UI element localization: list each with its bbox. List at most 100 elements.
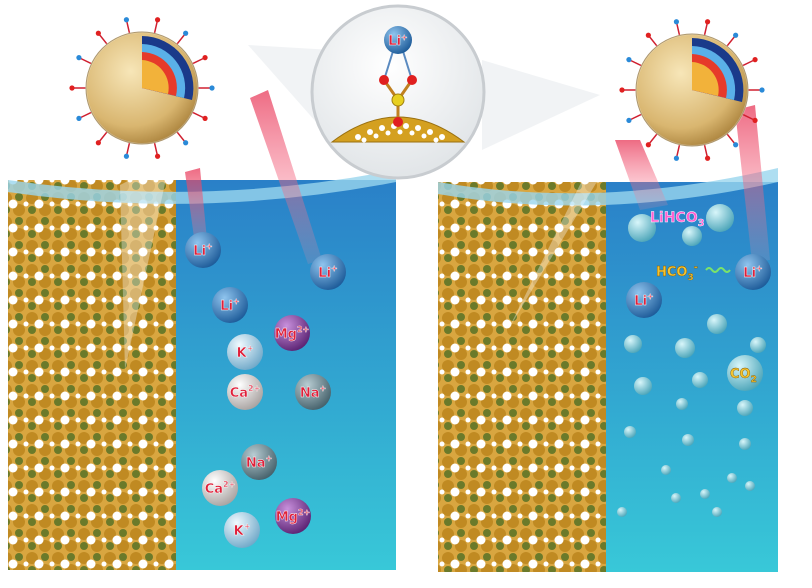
zoom-beam-right-gray <box>508 110 640 330</box>
ligand-head <box>752 57 758 63</box>
bubble <box>682 434 694 446</box>
ligand-head <box>759 87 765 93</box>
left-panel: Li+ Li+ Li+ Mg2+ K+ Ca2+ Na+ Na+ Ca2+ Mg2+ K+ <box>8 90 396 570</box>
na-ion: Na+ <box>241 444 277 480</box>
co2-bubble <box>727 355 763 391</box>
k-ion-label: K+ <box>237 344 254 361</box>
li-ion: Li+ <box>212 287 248 323</box>
bubble <box>671 493 681 503</box>
ligand-head <box>123 17 130 23</box>
ca-ion-label: Ca2+ <box>230 384 261 401</box>
mg-ion-label: Mg2+ <box>275 325 310 342</box>
ca-ion: Ca2+ <box>202 470 238 506</box>
bubble <box>737 400 753 416</box>
li-ion-label: Li+ <box>743 264 762 281</box>
ligand-head <box>76 55 82 61</box>
ligand-head <box>673 155 680 161</box>
li-ion-inset-label: Li+ <box>388 33 407 49</box>
ligand-head <box>209 85 215 91</box>
mg-ion: Mg2+ <box>274 315 310 351</box>
zoom-callout-right <box>482 60 600 150</box>
ligand-head <box>183 140 189 146</box>
bubble <box>676 398 688 410</box>
zoom-beam-right-red-1 <box>615 140 668 210</box>
interaction-wave <box>705 267 731 273</box>
zoom-beam-left-red-2 <box>250 90 322 264</box>
core-shell-particle-left <box>69 17 215 159</box>
core-shell-particle-right <box>619 19 765 161</box>
ligand-head <box>154 17 161 23</box>
ligand-head <box>619 87 625 93</box>
zoom-callout-left <box>248 45 332 140</box>
bubble <box>692 372 708 388</box>
ligand-head <box>704 19 711 25</box>
right-panel: Li+ Li+ LiHCO3 HCO3- CO2 <box>438 105 778 572</box>
zoom-inset: Li+ <box>310 4 486 180</box>
ligand-head <box>733 32 739 38</box>
hco3-label: HCO3- <box>656 262 698 283</box>
bubble <box>700 489 710 499</box>
bubble <box>712 507 722 517</box>
ligand-head <box>673 19 680 25</box>
ligand-head <box>123 153 130 159</box>
ligand-head <box>183 30 189 36</box>
ligand-head <box>626 57 632 63</box>
oxygen-atom <box>393 117 403 127</box>
ligand-head <box>95 30 101 36</box>
porous-sheet <box>330 116 466 143</box>
ligand-head <box>95 140 101 146</box>
mg-ion-label: Mg2+ <box>276 508 311 525</box>
li-ion-inset <box>384 26 412 54</box>
lihco3-label: LiHCO3 <box>650 210 705 229</box>
oxygen-atom <box>379 75 389 85</box>
bubble <box>739 438 751 450</box>
li-ion-label: Li+ <box>634 292 653 309</box>
bubble <box>682 226 702 246</box>
ca-ion-label: Ca2+ <box>205 480 236 497</box>
ligand-head <box>69 85 75 91</box>
oxygen-atom <box>407 75 417 85</box>
bubble <box>675 338 695 358</box>
coord-right <box>401 47 413 81</box>
li-ion: Li+ <box>310 254 346 290</box>
bubble <box>624 426 636 438</box>
mof-crystal-left <box>8 180 176 570</box>
water-surface-right <box>438 168 778 206</box>
ligand-head <box>76 115 82 121</box>
ligand-head <box>645 142 651 148</box>
li-ion-label: Li+ <box>220 297 239 314</box>
bubble <box>707 314 727 334</box>
na-ion: Na+ <box>295 374 331 410</box>
ligand-head <box>645 32 651 38</box>
na-ion-label: Na+ <box>246 454 272 471</box>
bubble <box>617 507 627 517</box>
na-ion-label: Na+ <box>300 384 326 401</box>
mof-crystal-right <box>438 182 606 572</box>
ligand-head <box>752 117 758 123</box>
bubble <box>624 335 642 353</box>
li-ion: Li+ <box>185 232 221 268</box>
ligand-head <box>202 55 208 61</box>
mg-ion: Mg2+ <box>275 498 311 534</box>
bubble <box>628 214 656 242</box>
zoom-beam-left-red-1 <box>185 168 208 252</box>
k-ion: K+ <box>224 512 260 548</box>
bubble <box>706 204 734 232</box>
zoom-beam-left-gray <box>120 160 170 370</box>
k-ion: K+ <box>227 334 263 370</box>
li-ion-label: Li+ <box>318 264 337 281</box>
ligand-head <box>704 155 711 161</box>
bubble <box>727 473 737 483</box>
ligand-head <box>202 115 208 121</box>
bubble <box>661 465 671 475</box>
ligand-head <box>154 153 161 159</box>
li-ion-label: Li+ <box>193 242 212 259</box>
k-ion-label: K+ <box>234 522 251 539</box>
ca-ion: Ca2+ <box>227 374 263 410</box>
co2-label: CO2 <box>730 367 757 385</box>
li-ion: Li+ <box>735 254 771 290</box>
ligand-head <box>626 117 632 123</box>
zoom-beam-right-red-2 <box>735 105 770 262</box>
li-ion: Li+ <box>626 282 662 318</box>
